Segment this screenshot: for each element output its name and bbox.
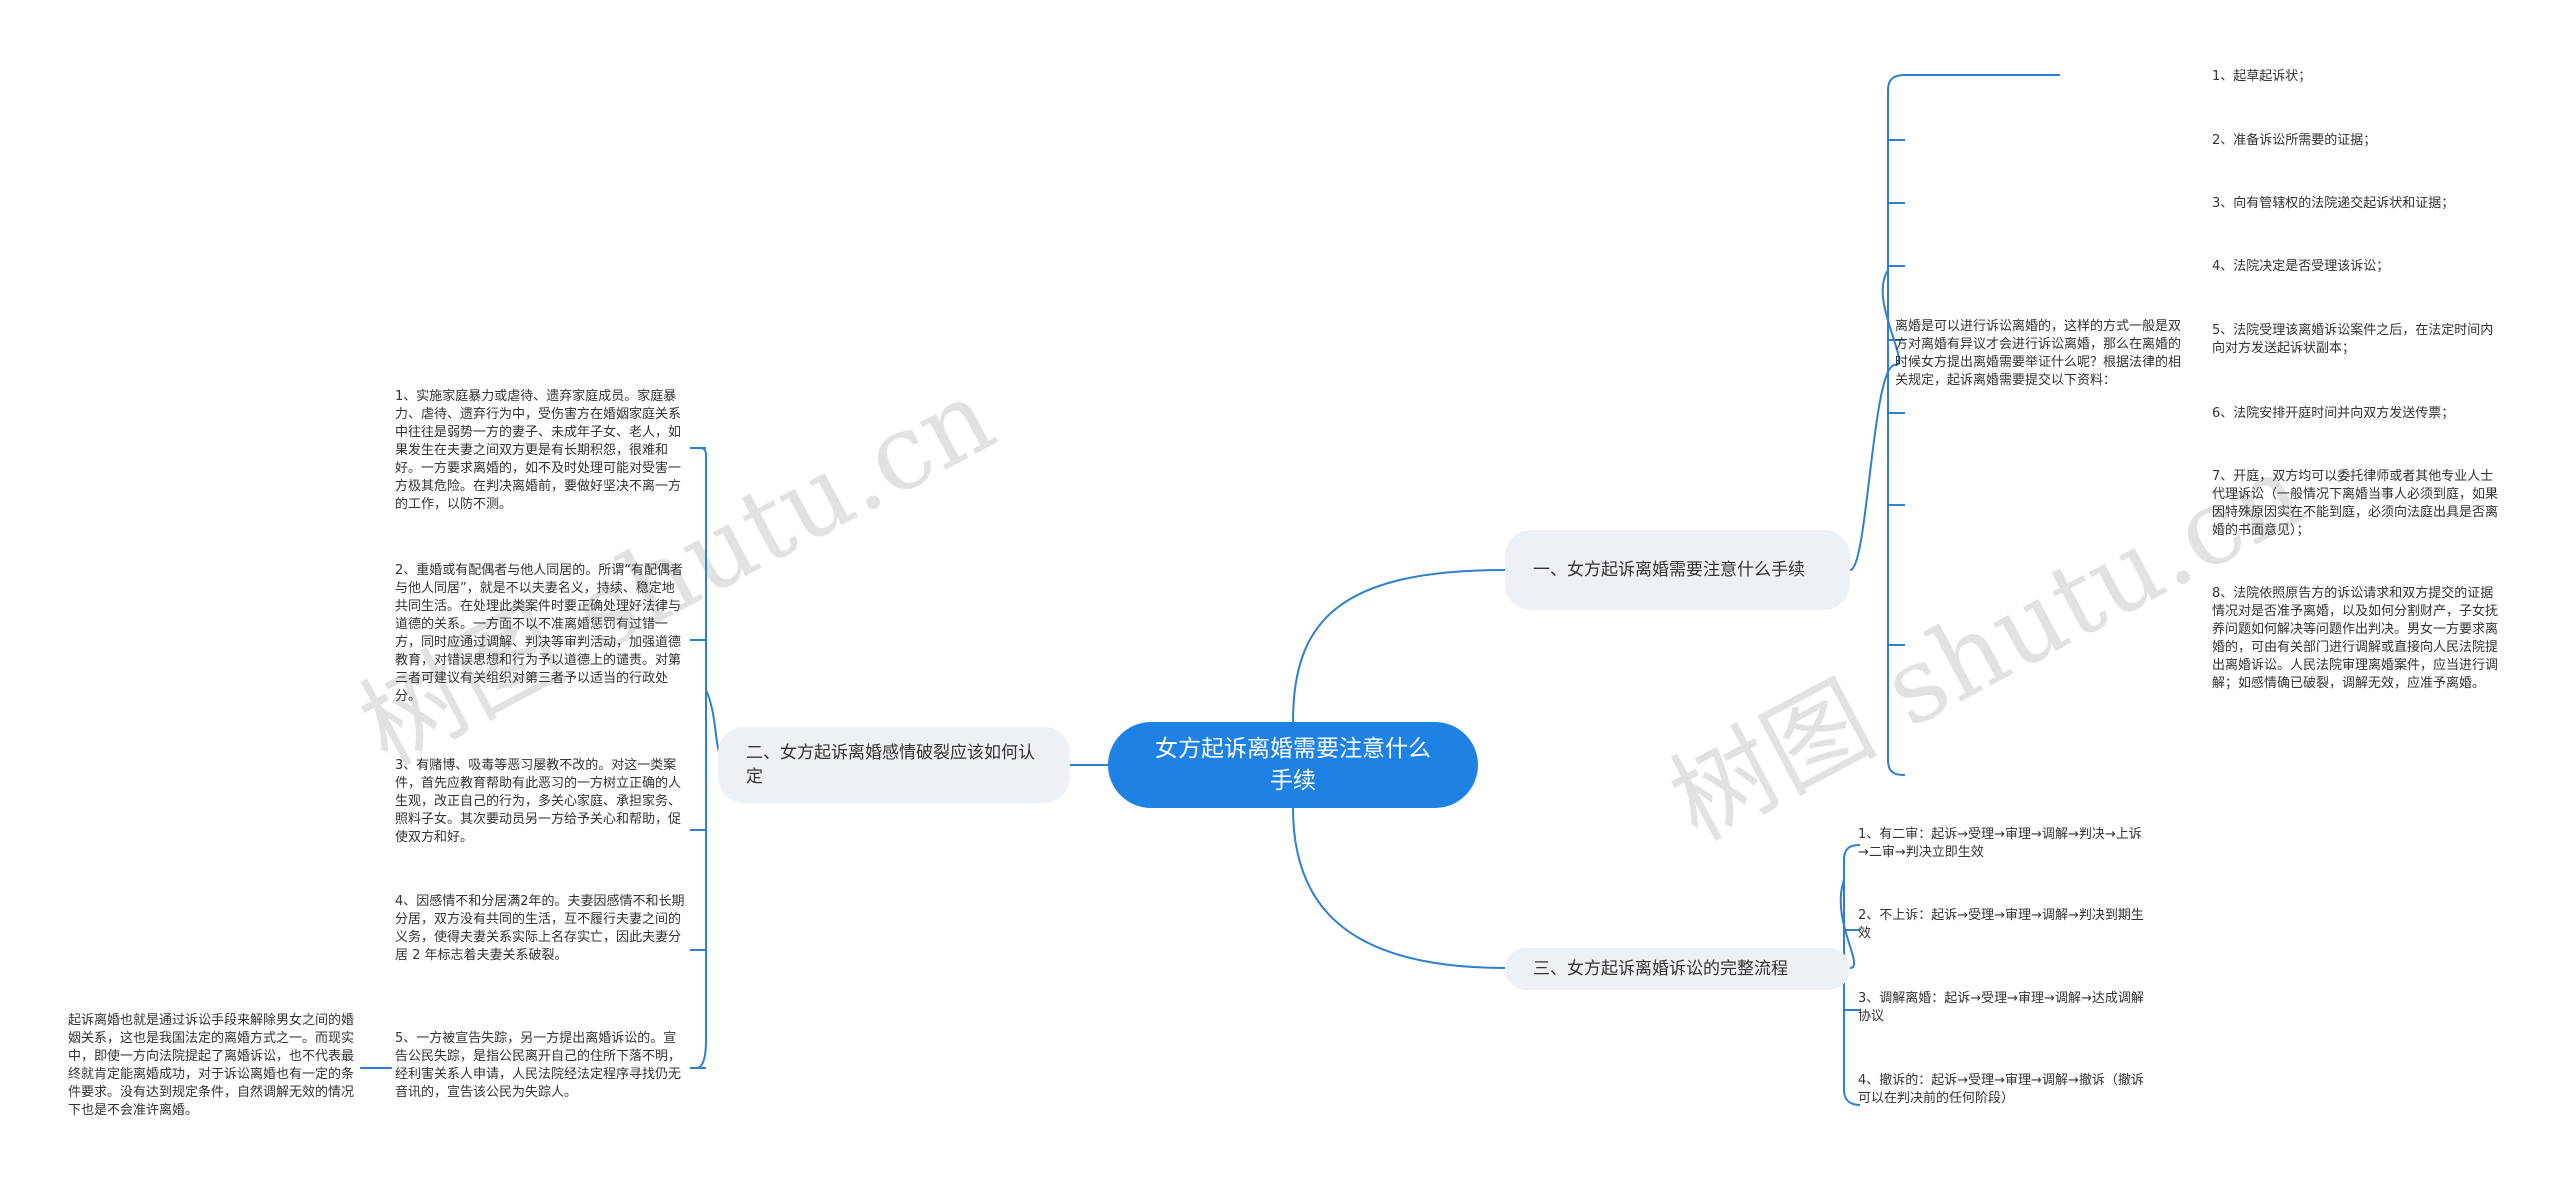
branch-topic-3[interactable]: 三、女方起诉离婚诉讼的完整流程 bbox=[1505, 948, 1850, 990]
link-root-branch1 bbox=[1292, 569, 1506, 723]
branch-3-item-3: 3、调解离婚：起诉→受理→审理→调解→达成调解协议 bbox=[1858, 991, 2144, 1024]
link-root-branch3 bbox=[1292, 807, 1506, 969]
branch-1-item-7: 7、开庭，双方均可以委托律师或者其他专业人士代理诉讼（一般情况下离婚当事人必须到… bbox=[2212, 469, 2499, 538]
branch-topic-1[interactable]: 一、女方起诉离婚需要注意什么手续 bbox=[1505, 530, 1850, 610]
branch-topic-2[interactable]: 二、女方起诉离婚感情破裂应该如何认定 bbox=[718, 727, 1070, 803]
root-topic[interactable]: 女方起诉离婚需要注意什么手续 bbox=[1108, 722, 1478, 808]
branch-2-item-4: 4、因感情不和分居满2年的。夫妻因感情不和长期分居，双方没有共同的生活，互不履行… bbox=[395, 894, 685, 963]
branch-2-label: 二、女方起诉离婚感情破裂应该如何认定 bbox=[746, 743, 1035, 787]
branch-2-item-5: 5、一方被宣告失踪，另一方提出离婚诉讼的。宣告公民失踪，是指公民离开自己的住所下… bbox=[395, 1031, 682, 1100]
bracket-branch2-items bbox=[699, 447, 731, 766]
branch-1-item-1: 1、起草起诉状； bbox=[2212, 69, 2312, 84]
branch-1-item-2: 2、准备诉讼所需要的证据； bbox=[2212, 133, 2377, 148]
branch-3-label: 三、女方起诉离婚诉讼的完整流程 bbox=[1533, 959, 1788, 979]
branch-1-item-3: 3、向有管辖权的法院递交起诉状和证据； bbox=[2212, 196, 2455, 211]
branch-2-item-1: 1、实施家庭暴力或虐待、遗弃家庭成员。家庭暴力、虐待、遗弃行为中，受伤害方在婚姻… bbox=[395, 389, 682, 512]
branch-1-item-6: 6、法院安排开庭时间并向双方发送传票； bbox=[2212, 406, 2455, 421]
branch-2-sub-note: 起诉离婚也就是通过诉讼手段来解除男女之间的婚姻关系，这也是我国法定的离婚方式之一… bbox=[68, 1013, 355, 1118]
bracket-branch1-items bbox=[1881, 74, 1906, 366]
branch-1-intro: 离婚是可以进行诉讼离婚的，这样的方式一般是双方对离婚有异议才会进行诉讼离婚，那么… bbox=[1895, 319, 2182, 388]
branch-1-item-8: 8、法院依照原告方的诉讼请求和双方提交的证据情况对是否准予离婚，以及如何分割财产… bbox=[2212, 586, 2499, 691]
branch-1-item-5: 5、法院受理该离婚诉讼案件之后，在法定时间内向对方发送起诉状副本； bbox=[2212, 323, 2494, 356]
branch-3-item-1: 1、有二审：起诉→受理→审理→调解→判决→上诉→二审→判决立即生效 bbox=[1858, 827, 2142, 860]
branch-3-item-2: 2、不上诉：起诉→受理→审理→调解→判决到期生效 bbox=[1858, 908, 2144, 941]
branch-1-label: 一、女方起诉离婚需要注意什么手续 bbox=[1533, 560, 1805, 580]
branch-2-item-3: 3、有赌博、吸毒等恶习屡教不改的。对这一类案件，首先应教育帮助有此恶习的一方树立… bbox=[395, 758, 682, 845]
branch-2-item-2: 2、重婚或有配偶者与他人同居的。所谓“有配偶者与他人同居”，就是不以夫妻名义，持… bbox=[395, 563, 684, 704]
branch-3-item-4: 4、撤诉的：起诉→受理→审理→调解→撤诉（撤诉可以在判决前的任何阶段） bbox=[1858, 1073, 2144, 1106]
branch-1-item-4: 4、法院决定是否受理该诉讼； bbox=[2212, 259, 2390, 274]
